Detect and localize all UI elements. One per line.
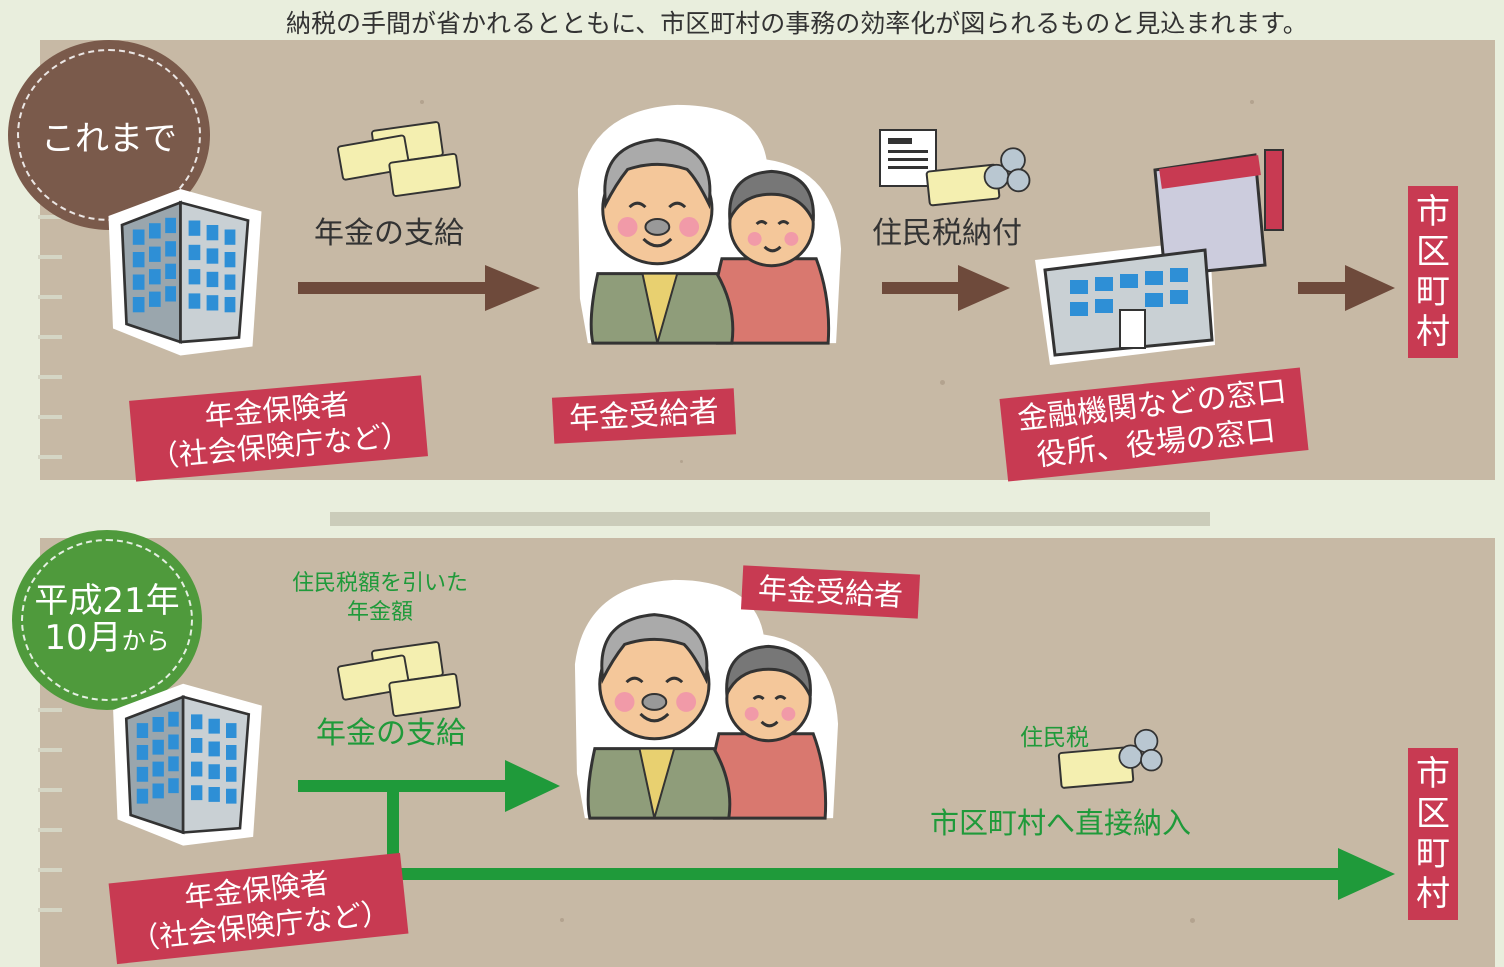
- after-badge-line2: 10月から: [44, 618, 170, 658]
- before-badge-text: これまで: [41, 118, 177, 159]
- intro-text: 納税の手間が省かれるとともに、市区町村の事務の効率化が図られるものと見込まれます…: [286, 9, 1308, 38]
- before-municipality-label: 市区町村: [1408, 186, 1458, 359]
- after-direct-label: 市区町村へ直接納入: [930, 806, 1192, 840]
- after-municipality-label: 市区町村: [1408, 748, 1458, 921]
- after-badge: 平成21年 10月から: [12, 530, 202, 710]
- panel-gap-stain: [330, 512, 1210, 526]
- before-badge: これまで: [8, 40, 210, 230]
- before-recipient-label: 年金受給者: [551, 388, 737, 444]
- before-arrow2-label: 住民税納付: [872, 216, 1022, 251]
- after-arrow1-label: 年金の支給: [316, 716, 466, 751]
- after-badge-line1: 平成21年: [34, 580, 180, 621]
- after-tax-label: 住民税: [1020, 725, 1089, 751]
- before-arrow1-label: 年金の支給: [314, 216, 464, 251]
- after-recipient-label: 年金受給者: [740, 565, 921, 619]
- after-deducted-label: 住民税額を引いた 年金額: [292, 571, 469, 625]
